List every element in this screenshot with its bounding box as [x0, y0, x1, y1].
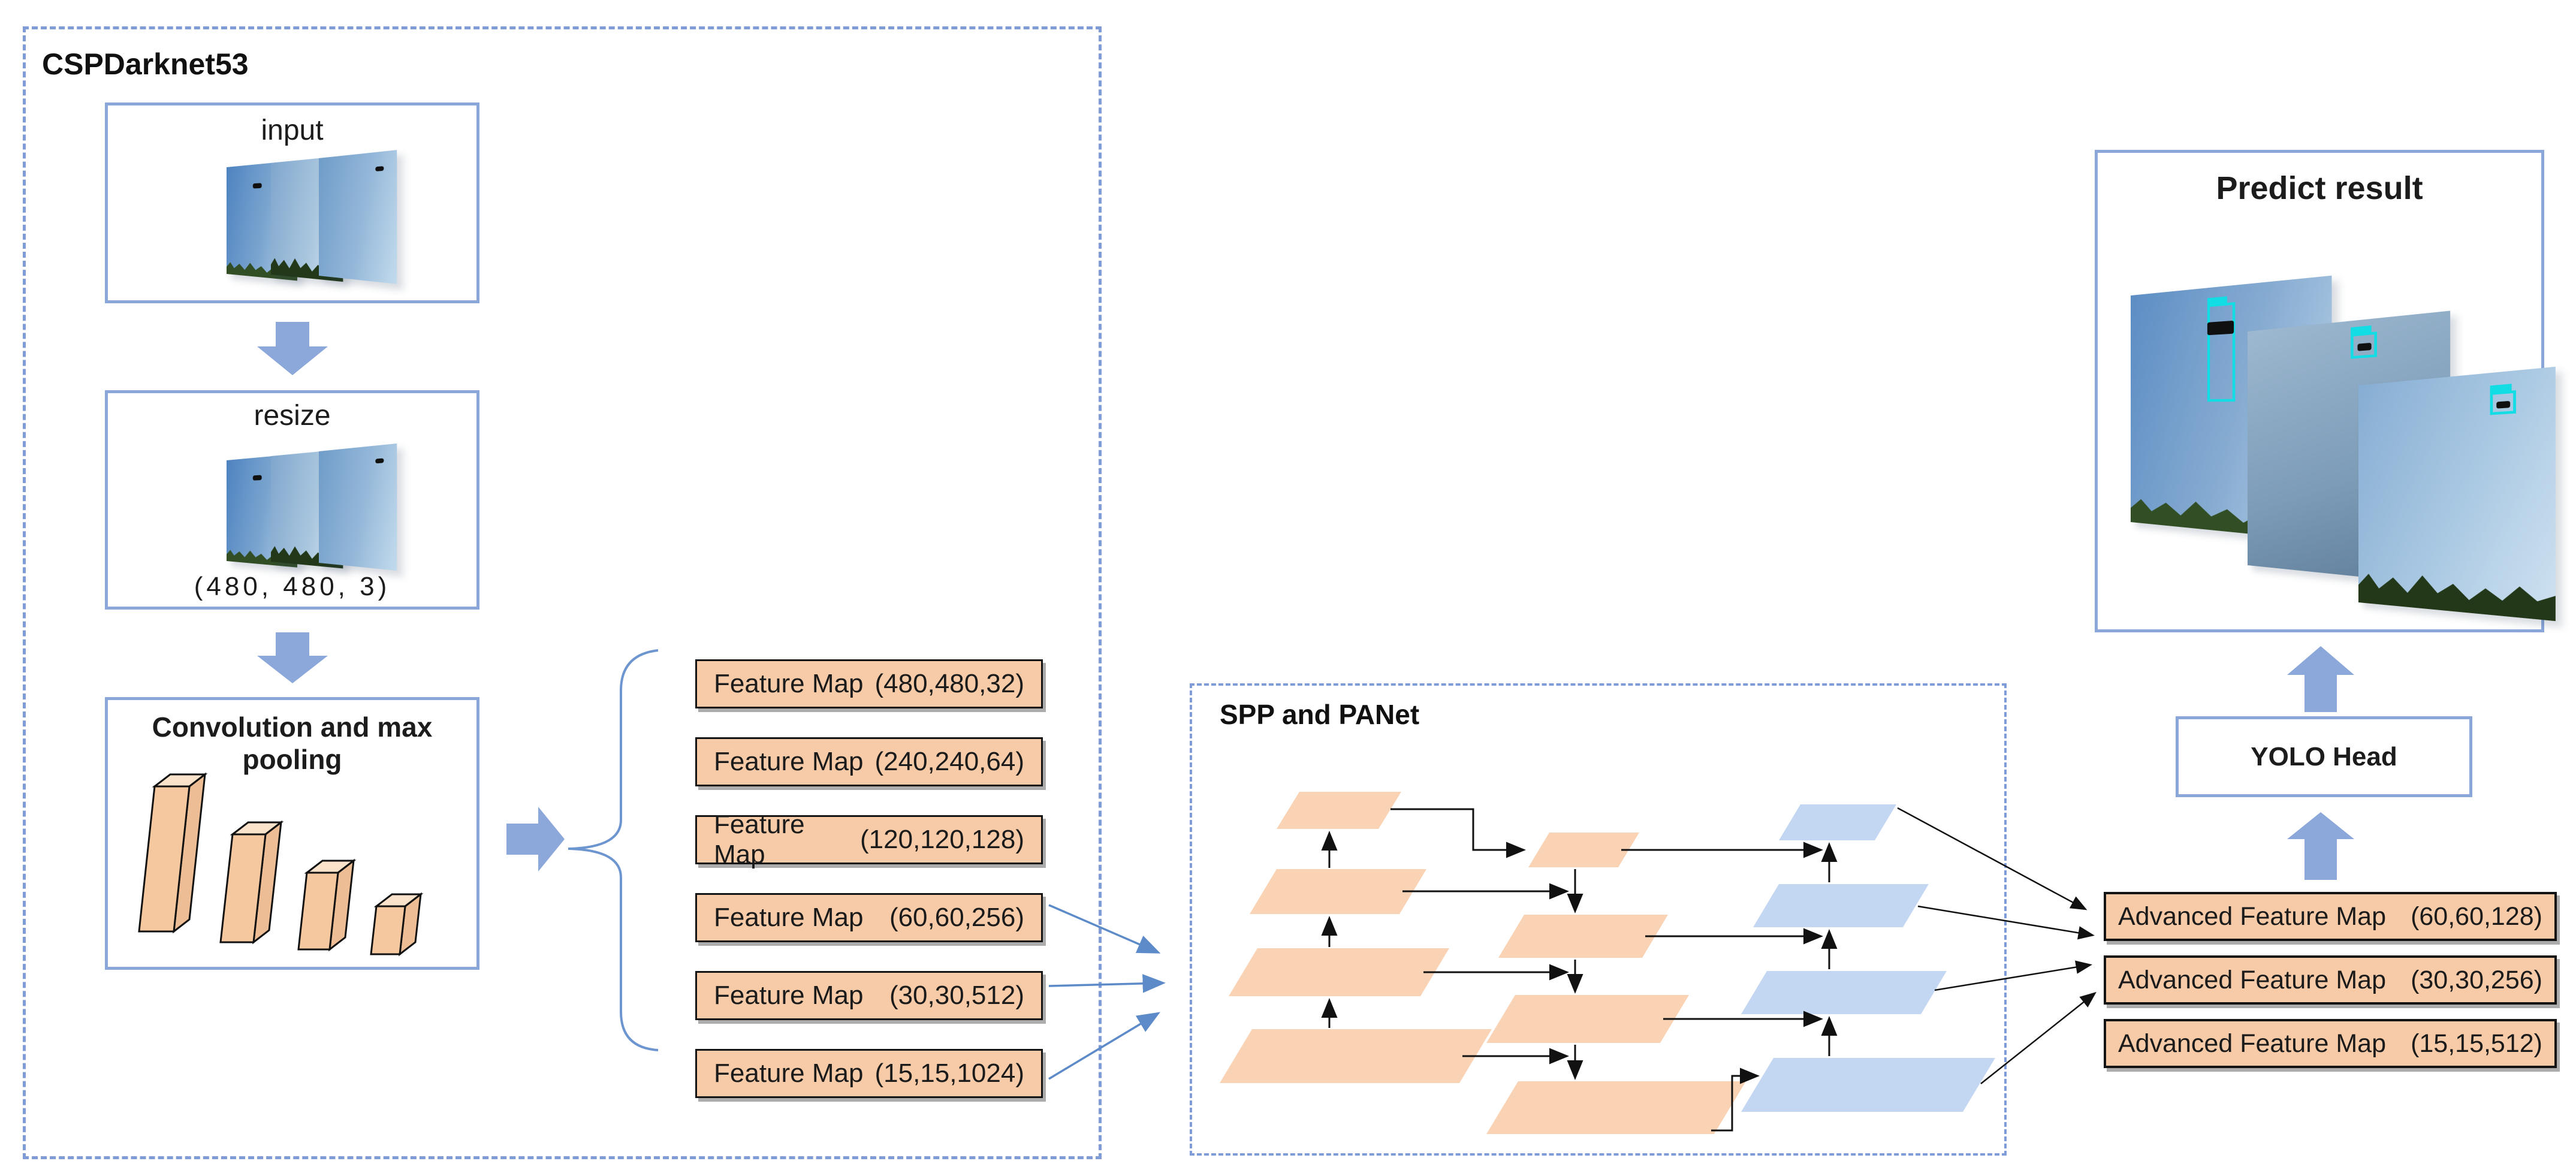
advanced-feature-map-row: Advanced Feature Map (15,15,512) [2104, 1019, 2557, 1068]
resize-box-title: resize [254, 400, 331, 432]
drone-silhouette [252, 475, 262, 481]
yolo-head-title: YOLO Head [2251, 742, 2397, 771]
predict-result-box: Predict result [2095, 150, 2556, 632]
resize-box: resize (480, 480, 3) [105, 390, 479, 610]
feature-map-label: Feature Map [714, 1059, 864, 1088]
feature-map-dims: (120,120,128) [860, 825, 1024, 854]
drone-silhouette [2496, 400, 2510, 409]
resize-shape-label: (480, 480, 3) [194, 572, 391, 601]
advanced-feature-map-label: Advanced Feature Map [2118, 1029, 2386, 1058]
advanced-feature-map-row: Advanced Feature Map (60,60,128) [2104, 892, 2557, 941]
up-arrow [2287, 812, 2354, 880]
feature-map-row: Feature Map (480,480,32) [695, 659, 1043, 708]
drone-silhouette [375, 166, 384, 171]
feature-map-row: Feature Map (60,60,256) [695, 893, 1043, 942]
resize-photo-3 [319, 443, 397, 571]
advanced-feature-map-label: Advanced Feature Map [2118, 965, 2386, 994]
feature-map-dims: (15,15,1024) [874, 1059, 1024, 1088]
neck-group-box [1190, 683, 2007, 1156]
trees-silhouette [2358, 563, 2556, 621]
feature-map-dims: (60,60,256) [889, 903, 1024, 932]
conv-maxpool-box: Convolution and max pooling [105, 697, 479, 970]
feature-map-label: Feature Map [714, 810, 805, 869]
feature-map-label: Feature Map [714, 747, 864, 776]
predict-photo-3 [2358, 366, 2556, 622]
backbone-title: CSPDarknet53 [42, 47, 249, 81]
detection-bbox [2489, 384, 2516, 415]
feature-map-row: Feature Map (240,240,64) [695, 737, 1043, 786]
conv-maxpool-title: Convolution and max pooling [152, 711, 433, 775]
drone-silhouette [2357, 342, 2372, 351]
input-box: input [105, 102, 479, 303]
advanced-feature-map-row: Advanced Feature Map (30,30,256) [2104, 955, 2557, 1005]
feature-map-label: Feature Map [714, 981, 864, 1010]
input-box-title: input [261, 114, 324, 146]
detection-label-tag [2207, 296, 2227, 306]
backbone-group-box [23, 26, 1102, 1159]
feature-map-dims: (30,30,512) [889, 981, 1024, 1010]
feature-map-row: Feature Map (15,15,1024) [695, 1049, 1043, 1098]
feature-map-label: Feature Map [714, 669, 864, 698]
feature-map-dims: (240,240,64) [874, 747, 1024, 776]
drone-silhouette [252, 183, 262, 189]
drone-silhouette [375, 458, 384, 464]
detection-label-tag [2489, 384, 2511, 394]
advanced-feature-map-label: Advanced Feature Map [2118, 901, 2386, 931]
up-arrow [2287, 646, 2354, 712]
feature-map-row: Feature Map (30,30,512) [695, 971, 1043, 1020]
advanced-feature-map-dims: (60,60,128) [2411, 901, 2542, 931]
predict-result-title: Predict result [2216, 170, 2423, 206]
drone-silhouette [2207, 321, 2234, 336]
detection-label-tag [2351, 325, 2372, 335]
detection-bbox [2351, 325, 2378, 359]
feature-map-row: Feature Map (120,120,128) [695, 810, 1043, 869]
feature-map-label: Feature Map [714, 903, 864, 932]
neck-title: SPP and PANet [1220, 699, 1420, 730]
feature-map-dims: (480,480,32) [874, 669, 1024, 698]
advanced-feature-map-dims: (30,30,256) [2411, 965, 2542, 994]
detection-bbox [2207, 296, 2236, 402]
advanced-feature-map-dims: (15,15,512) [2411, 1029, 2542, 1058]
yolo-head-box: YOLO Head [2176, 716, 2472, 797]
input-photo-3 [319, 150, 397, 284]
